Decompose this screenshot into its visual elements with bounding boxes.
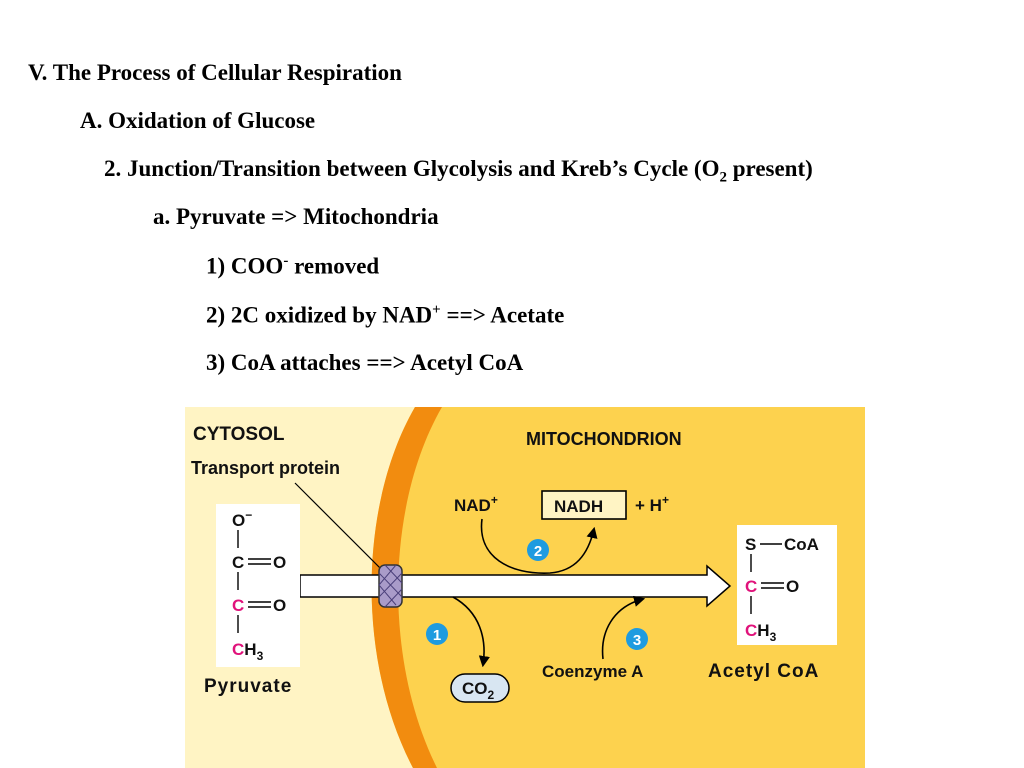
pyruvate-o-text: O <box>232 511 245 530</box>
nadh-label: NADH <box>554 497 603 516</box>
step-2c-text: 2) 2C oxidized by NAD <box>206 302 433 328</box>
mitochondrion-label: MITOCHONDRION <box>526 429 682 449</box>
acetyl-carbon: C <box>745 577 757 596</box>
nad-label: NAD+ <box>454 493 498 515</box>
coo-charge: - <box>283 253 289 269</box>
decarboxylation-arrow <box>452 596 490 668</box>
co2-label: CO2 <box>462 679 495 702</box>
acetyl-methyl-sub: 3 <box>770 630 777 644</box>
pyruvate-oxygen-2: O <box>273 596 286 615</box>
pyruvate-structure: O− C O C O CH3 <box>232 508 286 663</box>
heading-cellular-respiration: V. The Process of Cellular Respiration <box>28 60 402 85</box>
pyruvate-to-acetyl-coa-diagram: CYTOSOL MITOCHONDRION Transport protein … <box>185 407 865 768</box>
diagram-svg: CYTOSOL MITOCHONDRION Transport protein … <box>185 407 865 768</box>
acetyl-methyl: CH3 <box>745 621 777 644</box>
transport-protein-pattern <box>378 564 403 608</box>
pyruvate-methyl-c: C <box>232 640 244 659</box>
point-junction-suffix: present) <box>726 156 813 181</box>
step-2-badge <box>527 539 549 561</box>
transport-protein-pointer <box>294 482 383 571</box>
o2-subscript: 2 <box>719 169 727 186</box>
step-2-number: 2 <box>534 543 542 560</box>
h-plus-sup: + <box>662 493 669 507</box>
pyruvate-carbon-1: C <box>232 553 244 572</box>
step-3-number: 3 <box>633 632 641 649</box>
step-2c-oxidized: 2) 2C oxidized by NAD+ ==> Acetate <box>206 302 564 329</box>
main-pathway-arrow <box>299 564 732 608</box>
coenzyme-a-arrow <box>601 595 646 660</box>
nad-reduction-arrow <box>480 518 598 574</box>
acetyl-methyl-c: C <box>745 621 757 640</box>
transport-protein <box>378 564 403 608</box>
point-pyruvate-mitochondria: a. Pyruvate => Mitochondria <box>153 204 439 229</box>
pyruvate-o-minus: O− <box>232 508 252 530</box>
h-plus-text: + H <box>635 496 662 515</box>
acetyl-coa-label: Acetyl CoA <box>708 661 819 682</box>
co2-bubble <box>450 673 510 703</box>
point-junction-transition: 2. Junction/Transition between Glycolysi… <box>104 156 813 187</box>
h-plus-label: + H+ <box>635 493 669 515</box>
point-junction-text: 2. Junction/Transition between Glycolysi… <box>104 156 720 181</box>
pyruvate-methyl-sub: 3 <box>257 649 264 663</box>
step-coa-attaches: 3) CoA attaches ==> Acetyl CoA <box>206 350 524 375</box>
pyruvate-label: Pyruvate <box>204 676 292 697</box>
pyruvate-o-charge: − <box>245 508 252 522</box>
pyruvate-methyl-h: H <box>244 640 256 659</box>
pyruvate-oxygen-1: O <box>273 553 286 572</box>
co2-subscript: 2 <box>488 688 495 702</box>
acetyl-coa-structure: S CoA C O CH3 <box>745 535 819 644</box>
co2-text: CO <box>462 679 488 698</box>
step-coo-suffix: removed <box>288 253 380 279</box>
coenzyme-a-label: Coenzyme A <box>542 662 643 681</box>
nad-charge: + <box>432 302 441 318</box>
nad-plus: + <box>491 493 498 507</box>
acetyl-coa-group: CoA <box>784 535 819 554</box>
step-3-badge <box>626 628 648 650</box>
pyruvate-structure-box <box>216 504 300 667</box>
step-coo-removed: 1) COO- removed <box>206 253 379 280</box>
acetyl-sulfur: S <box>745 535 756 554</box>
step-1-badge <box>426 623 448 645</box>
acetyl-coa-structure-box <box>737 525 837 645</box>
step-coo-text: 1) COO <box>206 253 284 279</box>
transport-protein-label: Transport protein <box>191 458 340 478</box>
step-2c-suffix: ==> Acetate <box>440 302 565 328</box>
acetyl-methyl-h: H <box>757 621 769 640</box>
step-1-number: 1 <box>433 627 441 644</box>
pyruvate-methyl: CH3 <box>232 640 264 663</box>
cytosol-label: CYTOSOL <box>193 424 285 445</box>
nad-text: NAD <box>454 496 491 515</box>
acetyl-oxygen: O <box>786 577 799 596</box>
subheading-oxidation-of-glucose: A. Oxidation of Glucose <box>80 108 316 133</box>
mitochondrial-membrane <box>371 407 442 768</box>
pyruvate-carbon-2: C <box>232 596 244 615</box>
nadh-box <box>541 490 627 520</box>
